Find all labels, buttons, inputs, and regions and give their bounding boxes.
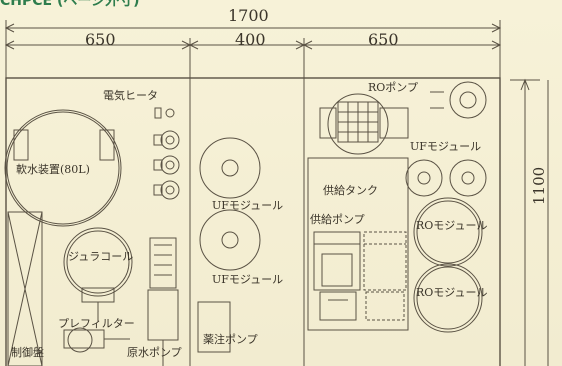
dimension-lines [4,20,549,366]
height-dimension: 1100 [530,166,548,205]
middle-width-dimension: 400 [235,30,266,49]
softener-tank [4,109,122,227]
chemical-pump [197,301,231,353]
ro-pump [319,81,487,155]
label-supply-pump: 供給ポンプ [310,213,365,226]
uf-module-right [405,159,487,197]
total-width-dimension: 1700 [228,6,269,25]
uf-modules-middle [199,137,261,271]
supply-pumps [313,231,407,321]
label-ro-module-1: ROモジュール [416,219,488,232]
label-uf-module-3: UFモジュール [410,140,482,153]
label-ro-pump: ROポンプ [368,81,418,94]
label-control-panel: 制御盤 [11,346,44,359]
raw-water-pump [147,237,179,366]
label-supply-tank: 供給タンク [323,184,378,197]
label-coil: ジュラコール [68,250,134,263]
left-width-dimension: 650 [85,30,116,49]
ro-modules [413,197,483,333]
right-width-dimension: 650 [368,30,399,49]
label-heater: 電気ヒータ [103,89,158,102]
label-softener: 軟水装置(80L) [16,163,90,176]
label-ro-module-2: ROモジュール [416,286,488,299]
label-uf-module-2: UFモジュール [212,273,284,286]
coil-drum [63,227,133,322]
page-title-fragment: CHPCE (ページ外寸) [0,0,140,9]
label-raw-pump: 原水ポンプ [127,346,182,359]
prefilter-unit [63,327,130,353]
control-panel [7,211,43,366]
label-uf-module-1: UFモジュール [212,199,284,212]
heater-elements [153,107,180,200]
enclosure-frame [5,77,501,366]
supply-tank [307,157,409,331]
label-chem-pump: 薬注ポンプ [203,333,258,346]
label-prefilter: プレフィルター [58,317,135,330]
